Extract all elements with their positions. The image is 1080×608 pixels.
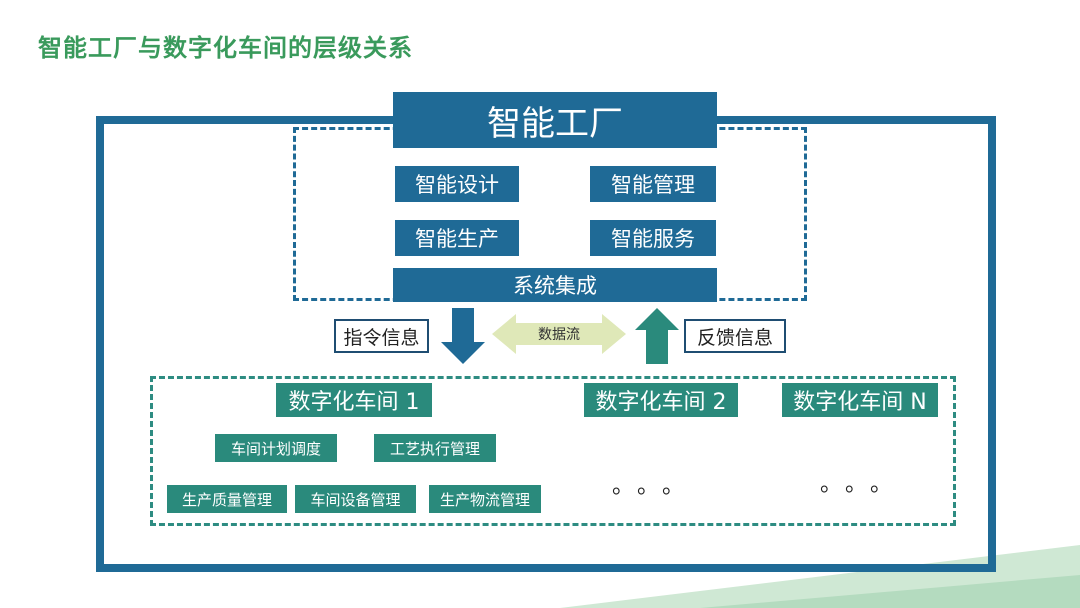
- feedback-info-label: 反馈信息: [684, 319, 786, 353]
- command-info-label: 指令信息: [334, 319, 429, 353]
- system-quality-management: 生产质量管理: [167, 485, 287, 513]
- workshop-2-title: 数字化车间 2: [584, 383, 738, 417]
- system-planning-scheduling: 车间计划调度: [215, 434, 337, 462]
- system-process-execution: 工艺执行管理: [374, 434, 496, 462]
- command-down-arrow: [441, 308, 485, 364]
- workshop-1-title: 数字化车间 1: [276, 383, 432, 417]
- module-smart-design: 智能设计: [395, 166, 519, 202]
- module-smart-management: 智能管理: [590, 166, 716, 202]
- ellipsis-workshop-2: 。。。: [612, 474, 699, 499]
- dataflow-label: 数据流: [538, 327, 580, 343]
- module-smart-service: 智能服务: [590, 220, 716, 256]
- smart-factory-title: 智能工厂: [393, 92, 717, 148]
- page-title: 智能工厂与数字化车间的层级关系: [38, 34, 413, 62]
- ellipsis-workshop-n: 。。。: [820, 472, 907, 497]
- system-equipment-management: 车间设备管理: [295, 485, 416, 513]
- workshop-n-title: 数字化车间 N: [782, 383, 938, 417]
- system-integration-bar: 系统集成: [393, 268, 717, 302]
- dataflow-double-arrow: [492, 314, 626, 354]
- system-logistics-management: 生产物流管理: [429, 485, 541, 513]
- feedback-up-arrow: [635, 308, 679, 364]
- digital-workshop-container: [150, 376, 956, 526]
- module-smart-production: 智能生产: [395, 220, 519, 256]
